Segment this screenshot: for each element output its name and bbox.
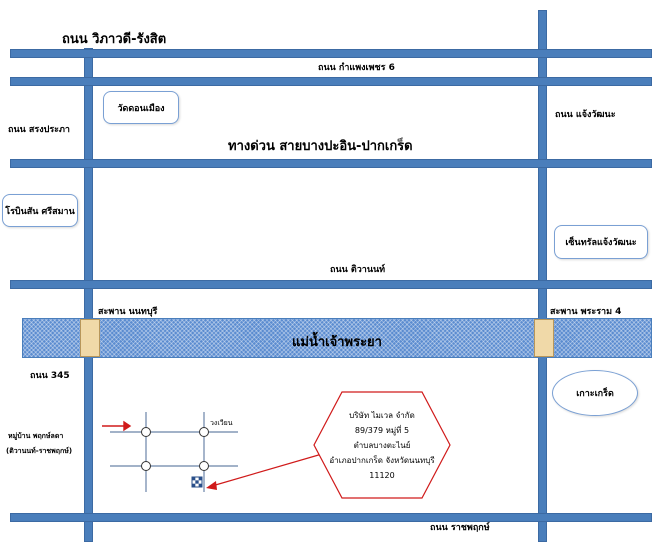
label-bridge-rama4: สะพาน พระราม 4 bbox=[550, 307, 622, 317]
address-line-postcode: 11120 bbox=[369, 471, 395, 480]
inset-circle-nodes bbox=[141, 427, 209, 471]
road-expressway bbox=[10, 159, 652, 168]
address-line-company: บริษัท ไมเวล จำกัด bbox=[349, 411, 415, 420]
inset-road-lines bbox=[110, 412, 238, 492]
arrowhead-icon bbox=[206, 481, 217, 490]
label-songprapa: ถนน สรงประภา bbox=[8, 125, 70, 135]
company-address-callout: บริษัท ไมเวล จำกัด 89/379 หมู่ที่ 5 ตำบล… bbox=[312, 390, 452, 500]
label-ratchaphruek: ถนน ราชพฤกษ์ bbox=[430, 523, 490, 533]
label-road-345: ถนน 345 bbox=[30, 371, 70, 381]
road-kamphaeng-phet-6 bbox=[10, 77, 652, 86]
address-line-number: 89/379 หมู่ที่ 5 bbox=[354, 426, 410, 435]
bridge-rama4 bbox=[534, 319, 554, 357]
address-line-subdistrict: ตำบลบางตะไนย์ bbox=[353, 441, 411, 450]
label-roundabout: วงเวียน bbox=[210, 419, 233, 427]
hexagon-shape bbox=[313, 391, 451, 499]
checkered-square-icon bbox=[191, 476, 203, 488]
red-arrow-icon bbox=[102, 420, 132, 432]
label-kamphaeng-phet-6: ถนน กำแพงเพชร 6 bbox=[318, 63, 395, 73]
label-bridge-nonthaburi: สะพาน นนทบุรี bbox=[98, 307, 158, 317]
inset-village-map bbox=[102, 412, 238, 492]
label-chaeng-watthana: ถนน แจ้งวัฒนะ bbox=[555, 110, 616, 120]
chao-phraya-river: แม่น้ำเจ้าพระยา bbox=[22, 318, 652, 358]
label-tiwanon: ถนน ติวานนท์ bbox=[330, 265, 386, 275]
place-ko-kret: เกาะเกร็ด bbox=[552, 370, 638, 416]
road-right-vertical bbox=[538, 10, 547, 542]
address-text: บริษัท ไมเวล จำกัด 89/379 หมู่ที่ 5 ตำบล… bbox=[326, 408, 438, 483]
river-label: แม่น้ำเจ้าพระยา bbox=[292, 335, 382, 350]
place-central: เซ็นทรัลแจ้งวัฒนะ bbox=[554, 225, 648, 259]
label-village-road: (ติวานนท์-ราชพฤกษ์) bbox=[6, 447, 73, 455]
place-robinson: โรบินสัน ศรีสมาน bbox=[2, 194, 78, 227]
label-expressway: ทางด่วน สายบางปะอิน-ปากเกร็ด bbox=[228, 139, 413, 154]
road-ratchaphruek bbox=[10, 513, 652, 522]
label-vibhavadi: ถนน วิภาวดี-รังสิต bbox=[62, 32, 167, 47]
road-tiwanon bbox=[10, 280, 652, 289]
bridge-nonthaburi bbox=[80, 319, 100, 357]
road-vibhavadi bbox=[10, 49, 652, 58]
place-wat-don-mueang: วัดดอนเมือง bbox=[103, 91, 179, 124]
address-pointer-arrow bbox=[206, 453, 323, 490]
address-line-district: อำเภอปากเกร็ด จังหวัดนนทบุรี bbox=[329, 456, 435, 465]
label-village-name: หมู่บ้าน พฤกษ์ลดา bbox=[8, 432, 64, 440]
